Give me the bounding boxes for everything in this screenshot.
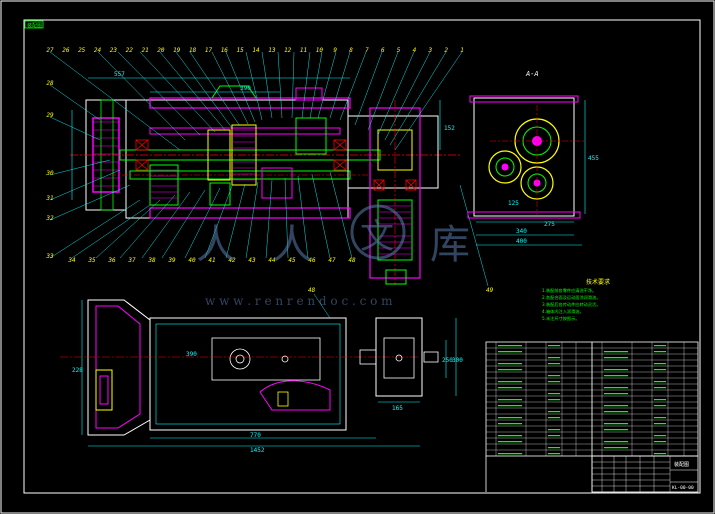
watermark-char-4: 库 (430, 222, 470, 268)
title-block: 装配图 KL-00-00 (591, 455, 699, 493)
part-balloon: 46 (308, 257, 316, 264)
part-balloon: 33 (45, 253, 54, 260)
dim-section-w3: 340 (516, 228, 527, 235)
dim-top: 557 (114, 71, 125, 78)
part-balloon: 20 (157, 47, 165, 54)
part-balloon: 12 (284, 47, 292, 54)
tech-line-2: 2.各配合面及运动面涂润滑油。 (542, 294, 600, 301)
section-title: A-A (525, 70, 539, 78)
tech-line-1: 1.装配前各零件应清洗干净。 (542, 287, 596, 294)
dim-section-w1: 125 (508, 200, 519, 207)
part-balloon: 41 (208, 257, 215, 264)
tech-title: 技术要求 (586, 278, 610, 286)
part-balloon: 39 (167, 257, 176, 264)
parts-list-table (485, 341, 699, 492)
dim-plan-2: 1452 (250, 447, 265, 454)
part-balloon: 9 (333, 47, 337, 54)
dim-section-w2: 275 (544, 221, 555, 228)
part-balloon: 3 (427, 47, 432, 54)
dim-mid: 390 (240, 85, 251, 92)
part-balloon: 18 (189, 47, 197, 54)
part-balloon: 21 (141, 47, 148, 54)
part-balloon: 5 (397, 47, 401, 54)
inner-frame (23, 19, 701, 494)
part-balloon: 30 (45, 170, 54, 177)
part-balloon: 31 (45, 195, 53, 202)
title-code: KL-00-00 (672, 485, 694, 491)
technical-requirements: 技术要求 1.装配前各零件应清洗干净。 2.各配合面及运动面涂润滑油。 3.装配… (542, 278, 610, 322)
tech-line-5: 5.未注尺寸按图示。 (542, 315, 580, 322)
tech-line-3: 3.装配后各传动件应转动灵活。 (542, 301, 600, 308)
part-balloon: 25 (78, 47, 86, 54)
leader-lines (49, 51, 489, 287)
part-balloon: 6 (381, 47, 385, 54)
part-balloon: 29 (46, 112, 54, 119)
balloon-right: 49 (486, 287, 494, 294)
part-balloon: 38 (147, 257, 156, 264)
balloon-plan: 48 (308, 287, 316, 294)
part-balloon: 4 (413, 47, 417, 54)
dim-side: 152 (444, 125, 455, 132)
part-balloon: 22 (126, 47, 134, 54)
dim-box-h2: 300 (452, 357, 463, 364)
part-balloon: 2 (444, 47, 448, 54)
part-balloons-left: 28 29 30 31 32 33 (45, 80, 54, 260)
part-balloon: 13 (268, 47, 276, 54)
dim-section-h: 455 (588, 155, 599, 162)
watermark-logo-ring (350, 204, 406, 260)
part-balloon: 36 (107, 257, 116, 264)
section-view-a-a: A-A 125 275 340 400 455 (467, 70, 599, 246)
watermark-char-1: 人 (196, 222, 236, 268)
corner-tag-box (24, 20, 44, 29)
part-balloon: 24 (94, 47, 102, 54)
title-name: 装配图 (674, 461, 689, 468)
part-balloon: 43 (248, 257, 256, 264)
part-balloon: 7 (365, 47, 369, 54)
part-balloon: 45 (288, 257, 296, 264)
watermark-char-2: 人 (272, 222, 312, 268)
dim-section-w4: 400 (516, 238, 527, 245)
part-balloon: 48 (348, 257, 356, 264)
part-balloon: 26 (62, 47, 70, 54)
part-balloon: 40 (188, 257, 196, 264)
part-balloon: 44 (268, 257, 276, 264)
part-balloon: 1 (460, 47, 464, 54)
part-balloon: 19 (173, 47, 181, 54)
part-balloon: 32 (45, 215, 54, 222)
dim-plan-mid: 390 (186, 351, 197, 358)
tech-line-4: 4.箱体内注入润滑油。 (542, 308, 584, 315)
part-balloon: 34 (67, 257, 76, 264)
part-balloon: 17 (205, 47, 213, 54)
part-balloon: 23 (110, 47, 118, 54)
dim-box-h1: 250 (442, 357, 453, 364)
part-balloon: 37 (127, 257, 136, 264)
corner-tag: 装配图 (27, 22, 42, 29)
part-balloon: 28 (46, 80, 54, 87)
watermark-url: w w w . r e n r e n d o c . c o m (205, 294, 393, 308)
part-balloon: 8 (349, 47, 353, 54)
dim-plan-v: 228 (72, 367, 83, 374)
dim-plan-1: 770 (250, 432, 261, 439)
plan-view: 770 1452 228 390 165 250 300 48 (60, 287, 463, 454)
watermark-char-3: 文 (360, 217, 394, 257)
part-balloon: 42 (228, 257, 236, 264)
part-balloon: 47 (328, 257, 336, 264)
main-assembly-view: 557 390 152 (70, 71, 460, 285)
dim-box-w: 165 (392, 405, 403, 412)
part-balloon: 27 (46, 47, 54, 54)
part-balloon: 15 (237, 47, 245, 54)
part-balloons-bottom: 34 35 36 37 38 39 40 41 42 43 44 45 46 47 48 (67, 257, 356, 264)
part-balloon: 11 (300, 47, 307, 54)
watermark: 人 人 文 库 w w w . r e n r e n d o c . c o … (196, 204, 470, 308)
part-balloon: 14 (252, 47, 260, 54)
part-balloon: 10 (316, 47, 324, 54)
part-balloon: 35 (87, 257, 96, 264)
part-balloon: 16 (221, 47, 229, 54)
